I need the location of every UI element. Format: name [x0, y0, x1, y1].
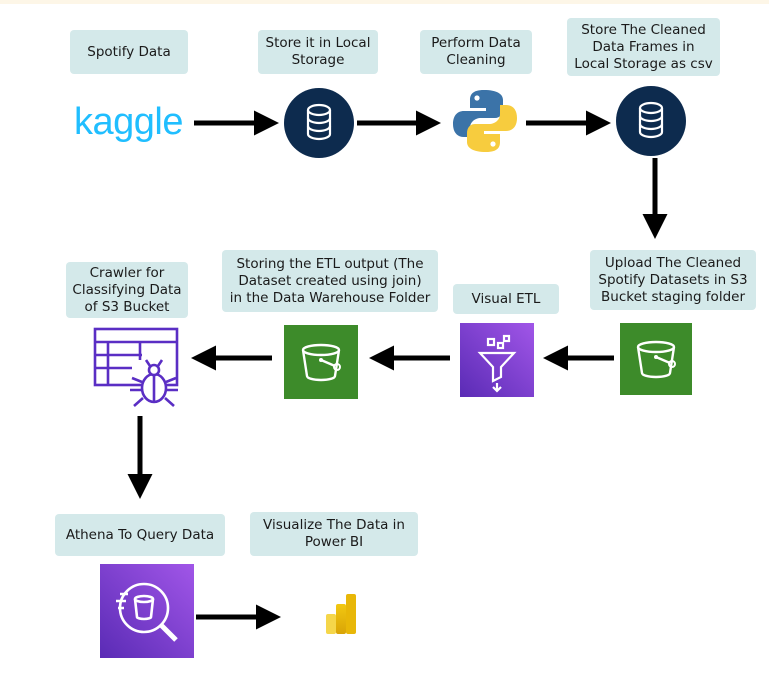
database-icon [616, 86, 686, 156]
label-upload-s3: Upload The Cleaned Spotify Datasets in S… [590, 250, 756, 310]
s3-bucket-icon [284, 325, 358, 399]
kaggle-logo-text: kaggle [74, 101, 183, 143]
database-icon [284, 88, 354, 158]
athena-icon [100, 564, 194, 658]
kaggle-logo: kaggle [74, 96, 190, 148]
label-store-local: Store it in Local Storage [258, 30, 378, 74]
glue-crawler-icon [92, 326, 184, 412]
label-store-csv: Store The Cleaned Data Frames in Local S… [567, 18, 720, 76]
label-athena: Athena To Query Data [55, 514, 225, 556]
label-visual-etl: Visual ETL [453, 284, 559, 314]
label-powerbi: Visualize The Data in Power BI [250, 512, 418, 556]
python-icon [450, 86, 520, 156]
label-data-cleaning: Perform Data Cleaning [420, 30, 532, 74]
label-crawler: Crawler for Classifying Data of S3 Bucke… [66, 262, 188, 318]
s3-bucket-icon [620, 323, 692, 395]
label-spotify-data: Spotify Data [70, 30, 188, 74]
power-bi-icon [324, 592, 358, 636]
label-etl-output: Storing the ETL output (The Dataset crea… [222, 250, 438, 312]
glue-etl-icon [460, 323, 534, 397]
top-strip [0, 0, 769, 4]
